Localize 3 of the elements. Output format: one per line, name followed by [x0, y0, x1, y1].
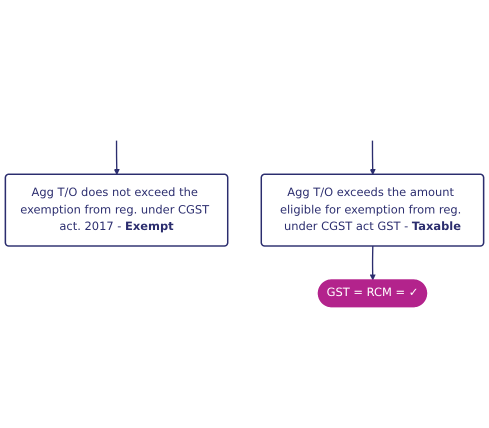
arrow: [114, 140, 120, 176]
arrow: [370, 246, 376, 281]
arrow: [370, 140, 376, 176]
